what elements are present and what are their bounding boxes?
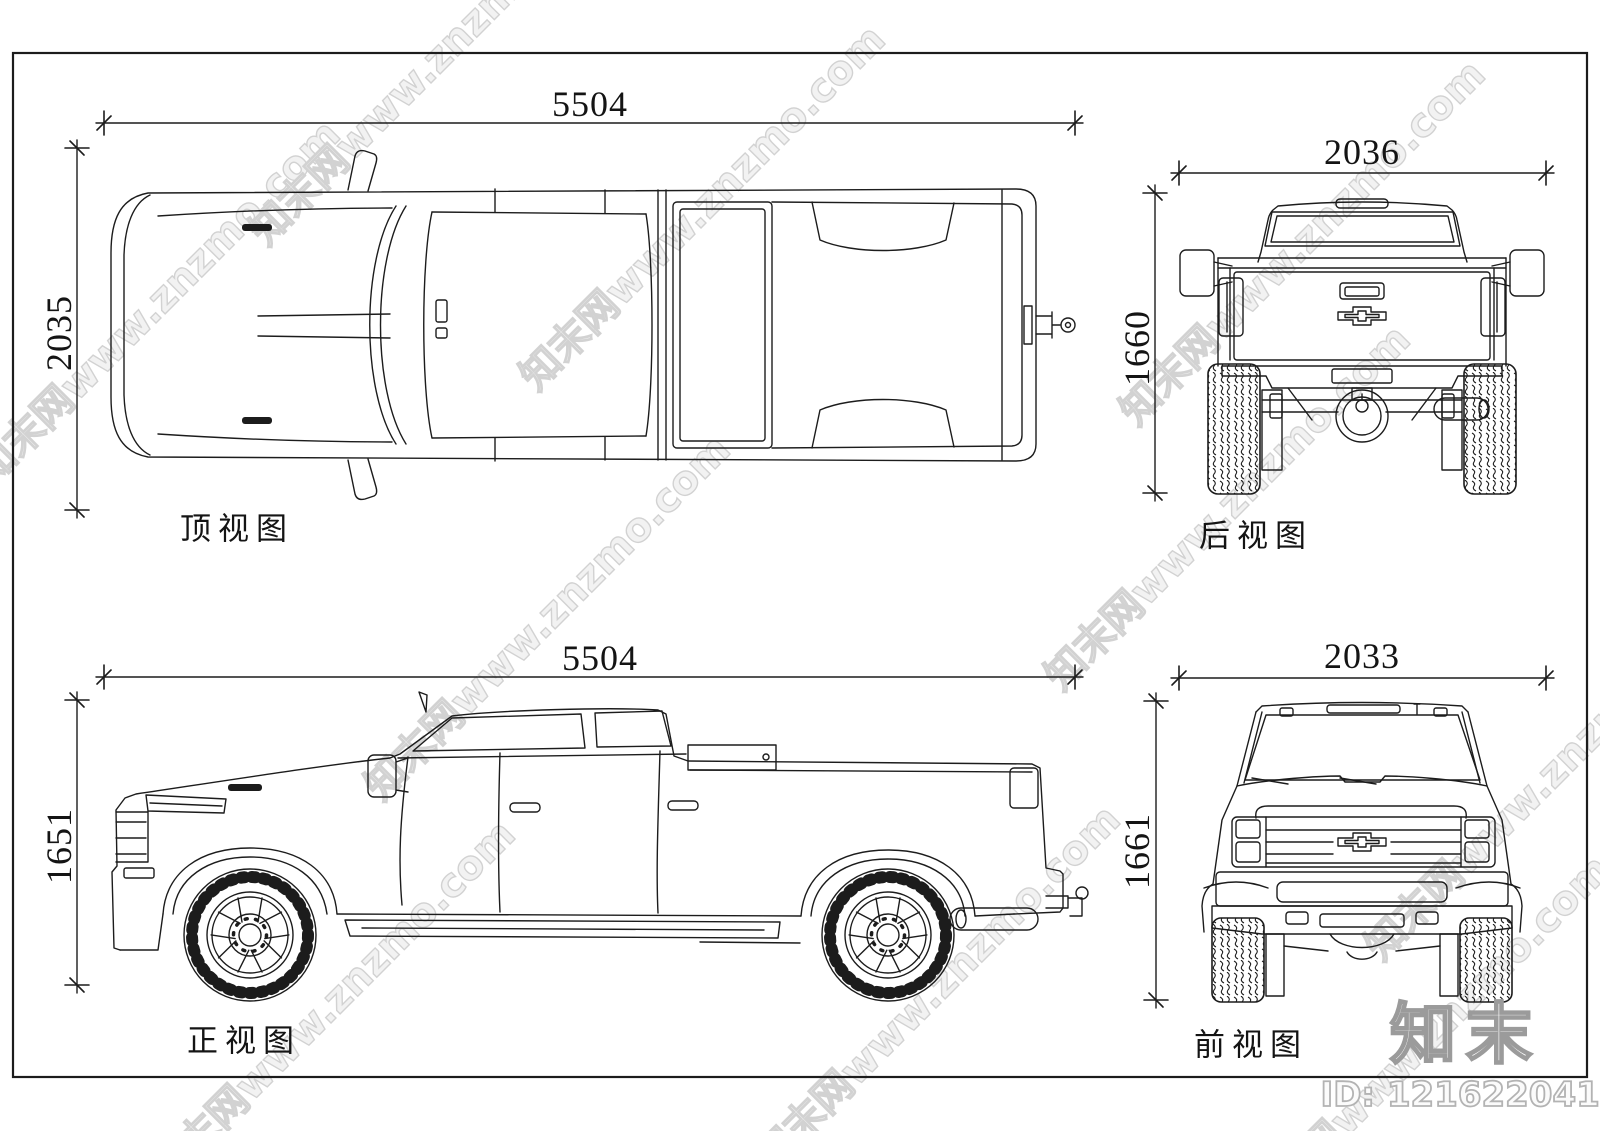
front-view-drawing xyxy=(1201,701,1523,1003)
side-view-drawing xyxy=(111,691,1089,1001)
front-view-label: 前视图 xyxy=(1194,1027,1308,1063)
dim-rear-view-height: 1660 xyxy=(1117,310,1157,386)
dim-rear-view-width: 2036 xyxy=(1324,132,1400,172)
rear-view-label: 后视图 xyxy=(1199,518,1313,554)
dim-top-view-height: 2035 xyxy=(39,295,79,371)
rear-view-drawing xyxy=(1179,198,1545,495)
asset-id-label: ID: 1216220413 xyxy=(1320,1074,1600,1116)
side-view-label: 正视图 xyxy=(187,1023,301,1059)
dimension-lines xyxy=(64,110,1555,1009)
dim-front-view-height: 1661 xyxy=(1117,813,1157,889)
top-view-label: 顶视图 xyxy=(180,511,294,547)
dim-top-view-width: 5504 xyxy=(552,84,628,124)
znzmo-logo: 知末 xyxy=(1389,995,1542,1075)
top-view-drawing xyxy=(110,149,1076,501)
dim-front-view-width: 2033 xyxy=(1324,636,1400,676)
dim-side-view-width: 5504 xyxy=(562,638,638,678)
drawing-border xyxy=(11,51,1589,1079)
dim-side-view-height: 1651 xyxy=(39,808,79,884)
